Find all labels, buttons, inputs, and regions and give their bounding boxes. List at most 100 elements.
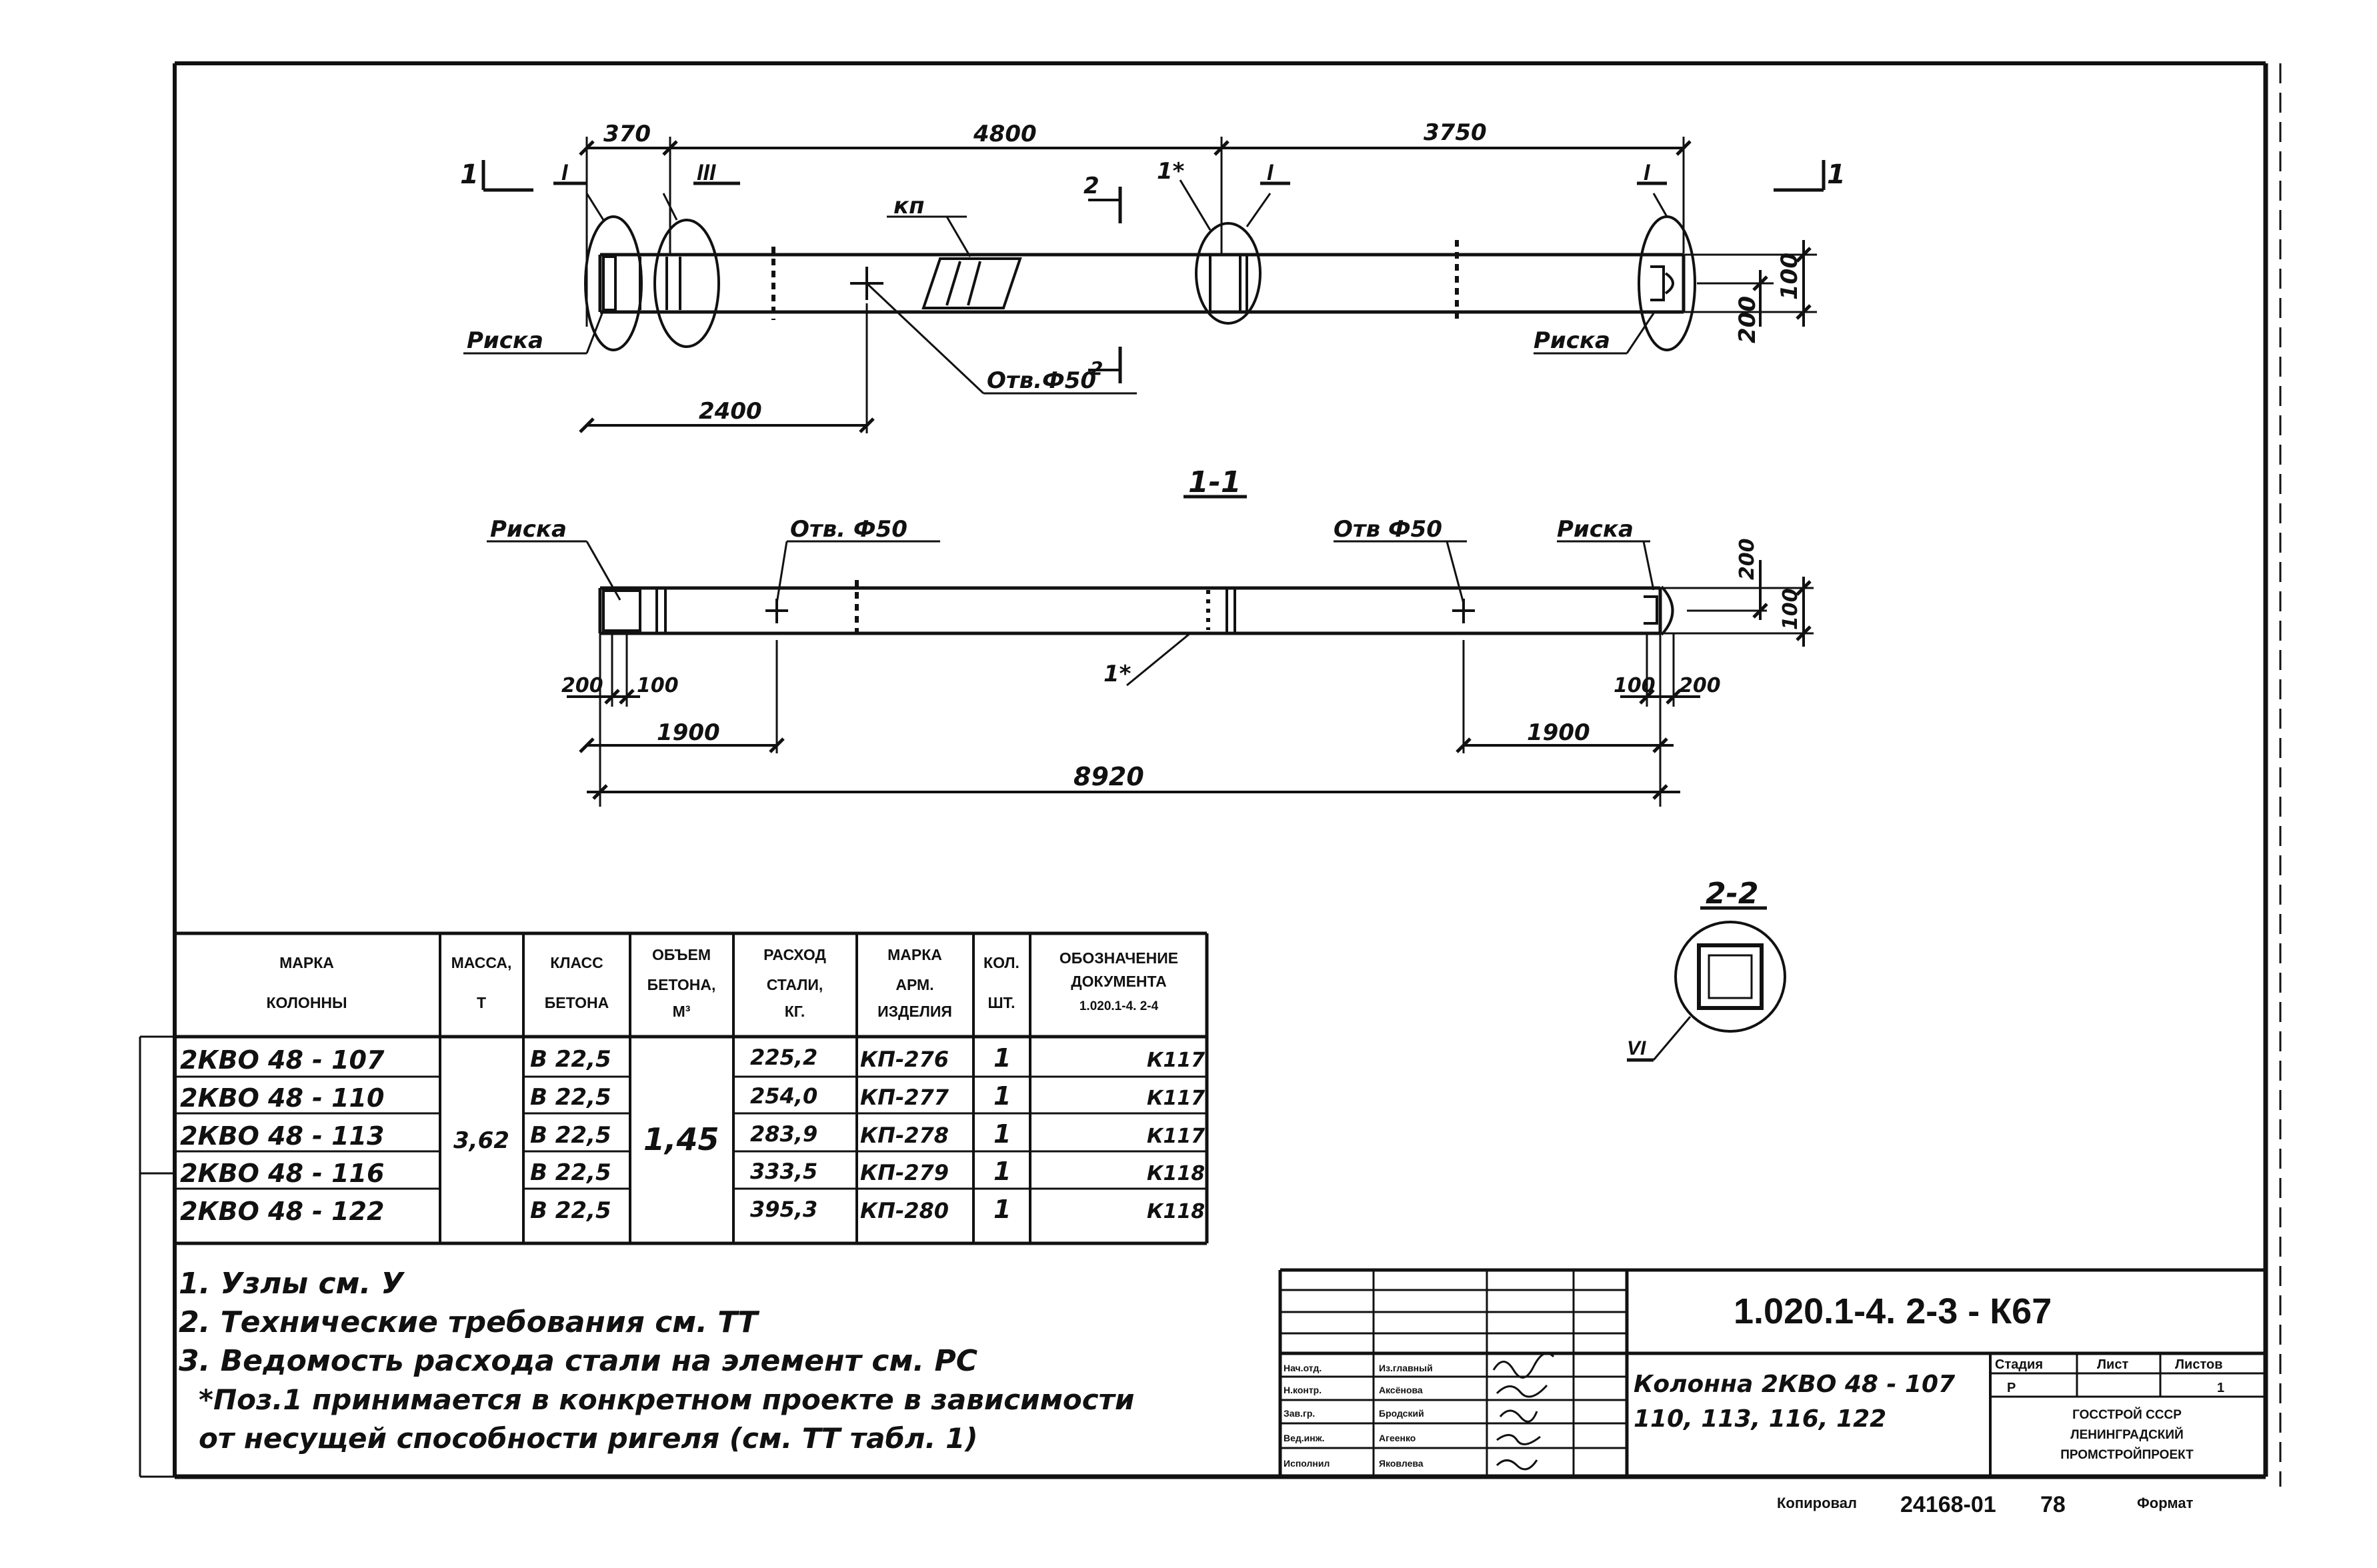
dim-100-left: 100 [637, 674, 679, 697]
node-label-I-middle: I [1267, 160, 1274, 185]
dim-200-left: 200 [561, 674, 603, 697]
riska-label-left-plan: Риска [467, 327, 543, 354]
th-class-1: КЛАСС [550, 954, 603, 971]
dim-370: 370 [603, 121, 651, 147]
th-marka-1: МАРКА [279, 954, 334, 971]
node-label-I-left: I [561, 160, 569, 185]
cell-class: В 22,5 [530, 1197, 611, 1224]
cut-mark-bottom: 2 [1090, 357, 1103, 379]
th-mass-1: МАССА, [451, 954, 512, 971]
dim-3750: 3750 [1424, 119, 1487, 146]
cell-arm: КП-276 [860, 1047, 949, 1072]
th-arm-1: МАРКА [887, 946, 942, 963]
dim-4800: 4800 [973, 121, 1037, 147]
section-1-1-title: 1-1 [1188, 465, 1242, 499]
note-4: *Поз.1 принимается в конкретном проекте … [199, 1383, 1134, 1416]
org-line-1: ГОССТРОЙ СССР [2072, 1407, 2182, 1422]
note-2: 2. Технические требования см. ТТ [179, 1305, 759, 1339]
bottom-margin: Копировал 24168-01 78 Формат [1777, 1492, 2194, 1517]
stage-header: Стадия [1995, 1357, 2043, 1372]
copied-label: Копировал [1777, 1495, 1857, 1511]
dim-100-section-right: 100 [1779, 588, 1802, 630]
sheet-number: 24168-01 [1900, 1492, 1996, 1517]
sheets-value: 1 [2217, 1381, 2224, 1395]
cell-marka: 2КВО 48 - 110 [180, 1083, 384, 1113]
name-3: Бродский [1379, 1408, 1424, 1419]
cell-arm: КП-277 [860, 1085, 949, 1110]
cell-doc: К117 [1147, 1125, 1205, 1148]
dim-200-section-right: 200 [1736, 538, 1759, 580]
sheet-header: Лист [2097, 1357, 2128, 1372]
note-1: 1. Узлы см. У [179, 1267, 405, 1301]
table-row: 2КВО 48 - 122 В 22,5 395,3 КП-280 1 К118 [180, 1195, 1205, 1226]
name-2: Аксёнова [1379, 1385, 1423, 1395]
cell-marka: 2КВО 48 - 107 [180, 1045, 385, 1075]
section-mark-right: 1 [1827, 159, 1846, 190]
name-1: Из.главный [1379, 1363, 1433, 1373]
riska-label-right-plan: Риска [1534, 327, 1610, 354]
hole-label-right-section: Отв Ф50 [1334, 516, 1442, 543]
cell-class: В 22,5 [530, 1084, 611, 1111]
cell-doc: К118 [1147, 1200, 1205, 1223]
page-num: 78 [2040, 1492, 2066, 1517]
cell-marka: 2КВО 48 - 116 [180, 1159, 384, 1188]
hole-label-left-section: Отв. Ф50 [790, 516, 907, 543]
cell-qty: 1 [993, 1119, 1011, 1149]
cell-arm: КП-280 [860, 1198, 949, 1223]
th-mass-2: Т [477, 994, 486, 1011]
th-arm-2: АРМ. [895, 976, 933, 993]
doc-code: 1.020.1-4. 2-3 - К67 [1734, 1291, 2052, 1331]
th-volume-2: БЕТОНА, [647, 976, 716, 993]
sheet-frame [139, 61, 2282, 1487]
node-label-I-right: I [1644, 160, 1651, 185]
cell-volume: 1,45 [643, 1121, 719, 1157]
node-label-III: III [697, 160, 717, 185]
dim-200-plan: 200 [1734, 296, 1761, 343]
role-2: Н.контр. [1284, 1385, 1322, 1395]
signatures [1492, 1352, 1555, 1471]
th-qty-2: ШТ. [988, 994, 1015, 1011]
table-row: 2КВО 48 - 113 В 22,5 283,9 КП-278 1 К117 [180, 1119, 1205, 1151]
th-doc-2: ДОКУМЕНТА [1071, 973, 1167, 990]
cell-steel: 333,5 [750, 1159, 817, 1184]
note-3: 3. Ведомость расхода стали на элемент см… [179, 1344, 977, 1378]
org-line-2: ЛЕНИНГРАДСКИЙ [2070, 1427, 2183, 1442]
th-doc-3: 1.020.1-4. 2-4 [1079, 999, 1159, 1013]
th-volume-3: М³ [673, 1003, 691, 1020]
pos-1-star-section: 1* [1103, 661, 1131, 687]
th-qty-1: КОЛ. [983, 954, 1019, 971]
cell-doc: К118 [1147, 1162, 1205, 1185]
th-arm-3: ИЗДЕЛИЯ [877, 1003, 952, 1020]
pos-1-star-plan: 1* [1157, 158, 1185, 185]
cell-doc: К117 [1147, 1087, 1205, 1110]
stamp-title-1: Колонна 2КВО 48 - 107 [1634, 1371, 1955, 1398]
dim-1900-left: 1900 [657, 719, 720, 746]
section-1-1: 1-1 Риска Отв. Ф50 Отв Ф50 Риска 1* 200 … [487, 465, 1814, 807]
format-label: Формат [2137, 1495, 2194, 1511]
cell-doc: К117 [1147, 1049, 1205, 1072]
cell-class: В 22,5 [530, 1046, 611, 1073]
role-1: Нач.отд. [1284, 1363, 1322, 1373]
table-row: 2КВО 48 - 107 В 22,5 225,2 КП-276 1 К117 [180, 1043, 1205, 1075]
role-5: Исполнил [1284, 1458, 1330, 1469]
th-marka-2: КОЛОННЫ [266, 994, 347, 1011]
riska-label-left-section: Риска [490, 516, 567, 543]
stamp-title-2: 110, 113, 116, 122 [1634, 1405, 1886, 1433]
cell-qty: 1 [993, 1081, 1011, 1111]
th-volume-1: ОБЪЕМ [652, 946, 711, 963]
section-2-2-callout: VI [1627, 1037, 1646, 1059]
section-2-2-title: 2-2 [1706, 877, 1759, 911]
cell-arm: КП-278 [860, 1123, 949, 1148]
cell-steel: 283,9 [750, 1121, 817, 1147]
stage-value: Р [2007, 1381, 2016, 1395]
dim-8920: 8920 [1073, 762, 1144, 791]
dim-2400: 2400 [699, 398, 762, 425]
cell-marka: 2КВО 48 - 122 [180, 1197, 384, 1226]
cell-steel: 254,0 [750, 1083, 817, 1109]
sheets-header: Листов [2175, 1357, 2223, 1372]
role-4: Вед.инж. [1284, 1433, 1325, 1443]
dim-1900-right: 1900 [1527, 719, 1590, 746]
cell-arm: КП-279 [860, 1160, 949, 1185]
cell-mass: 3,62 [453, 1127, 509, 1154]
